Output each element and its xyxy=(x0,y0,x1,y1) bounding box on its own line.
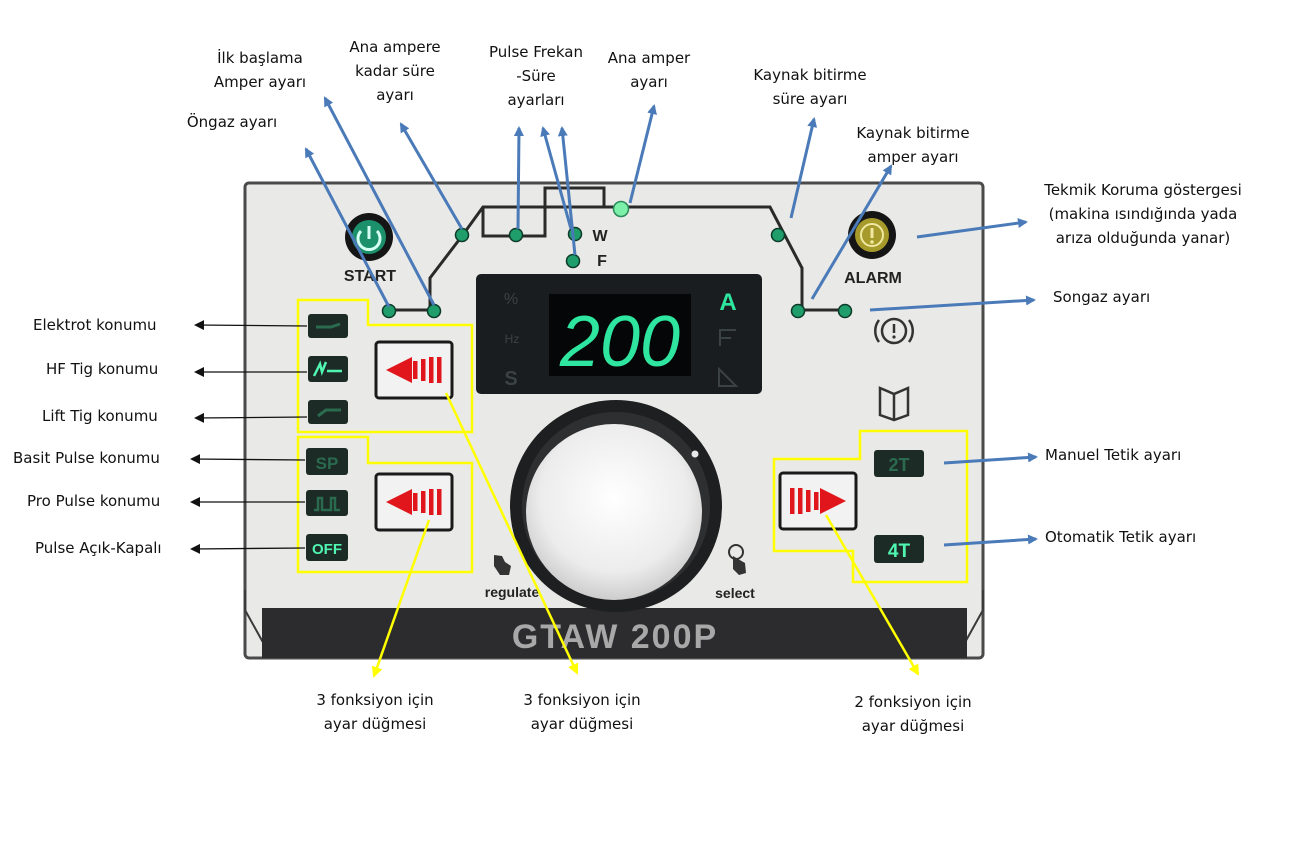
mode-f-label: F xyxy=(597,253,607,270)
callout-manuel: Manuel Tetik ayarı xyxy=(1045,446,1182,464)
callout-songaz: Songaz ayarı xyxy=(1053,288,1151,306)
mode-w-label: W xyxy=(592,228,608,245)
lift-tig-button[interactable] xyxy=(308,400,348,424)
callout-ongaz: Öngaz ayarı xyxy=(172,110,292,134)
callout-pulse-line1: Pulse Frekan xyxy=(489,43,583,61)
callout-bitirme-sure-line1: Kaynak bitirme xyxy=(753,66,867,84)
callout-ana-ampere-line1: Ana ampere xyxy=(349,38,441,56)
hf-tig-icon xyxy=(312,360,342,377)
callout-elektrot: Elektrot konumu xyxy=(33,316,157,334)
elektrot-icon xyxy=(316,322,341,329)
4t-label: 4T xyxy=(888,541,911,562)
parameter-leds xyxy=(381,200,853,319)
unit-s: S xyxy=(504,368,517,390)
led-songaz[interactable] xyxy=(837,303,853,319)
pro-pulse-button[interactable] xyxy=(306,490,348,516)
callout-pulse-acik: Pulse Açık-Kapalı xyxy=(35,539,162,557)
callout-pro: Pro Pulse konumu xyxy=(27,492,161,510)
off-label: OFF xyxy=(312,541,342,558)
led-pulse-f[interactable] xyxy=(565,253,581,269)
2t-button[interactable] xyxy=(874,450,924,477)
callout-bitirme-sure-line2: süre ayarı xyxy=(772,90,848,108)
sp-label: SP xyxy=(316,454,339,473)
4t-button[interactable] xyxy=(874,535,924,563)
regulate-hand-icon xyxy=(494,555,511,575)
mode-buttons-group-1 xyxy=(308,314,348,424)
control-knob[interactable] xyxy=(510,400,722,612)
yellow-pointers xyxy=(371,392,920,678)
hf-tig-button[interactable] xyxy=(308,356,348,382)
callout-bottom-2-line2: ayar düğmesi xyxy=(530,715,634,733)
callout-basit: Basit Pulse konumu xyxy=(13,449,160,467)
manual-book-icon xyxy=(878,386,910,422)
callout-pulse-line2: -Süre xyxy=(516,67,556,85)
select-hand-icon xyxy=(728,544,746,575)
digital-display: 200 A % Hz S xyxy=(476,274,762,394)
right-arrow-button[interactable] xyxy=(778,471,858,531)
callout-bottom-3-line1: 2 fonksiyon için xyxy=(854,693,972,711)
callout-ana-amper-line2: ayarı xyxy=(630,73,668,91)
unit-hz: Hz xyxy=(505,332,520,346)
callout-bottom-1: 3 fonksiyon için ayar düğmesi xyxy=(300,688,450,736)
callout-tekmik: Tekmik Koruma göstergesi (makina ısındığ… xyxy=(1028,178,1258,250)
callout-tekmik-line3: arıza olduğunda yanar) xyxy=(1055,229,1231,247)
callout-bottom-3: 2 fonksiyon için ayar düğmesi xyxy=(838,690,988,738)
callout-otomatik: Otomatik Tetik ayarı xyxy=(1045,528,1197,546)
callout-pulse-line3: ayarları xyxy=(507,91,565,109)
sp-button[interactable] xyxy=(306,448,348,475)
brake-icon xyxy=(874,317,914,345)
regulate-label: regulate xyxy=(485,584,540,600)
off-button[interactable] xyxy=(306,534,348,561)
callout-bottom-1-line2: ayar düğmesi xyxy=(323,715,427,733)
led-pulse-w[interactable] xyxy=(567,226,583,242)
led-bitirme-amper[interactable] xyxy=(790,303,806,319)
display-unit: A xyxy=(719,289,736,316)
unit-percent: % xyxy=(504,291,518,308)
callout-tekmik-line1: Tekmik Koruma göstergesi xyxy=(1044,181,1242,199)
start-label: START xyxy=(344,268,396,285)
callout-ongaz-text: Öngaz ayarı xyxy=(186,113,278,131)
callout-bitirme-sure: Kaynak bitirme süre ayarı xyxy=(740,63,880,111)
alarm-label: ALARM xyxy=(844,270,902,287)
callout-ana-ampere-line3: ayarı xyxy=(376,86,414,104)
callout-lift: Lift Tig konumu xyxy=(42,407,158,425)
pro-pulse-icon xyxy=(314,496,340,512)
callout-tekmik-line2: (makina ısındığında yada xyxy=(1048,205,1238,223)
callout-bitirme-amper: Kaynak bitirme amper ayarı xyxy=(843,121,983,169)
led-ana-amper[interactable] xyxy=(612,200,630,218)
left-arrow-button-2[interactable] xyxy=(374,472,454,532)
callout-bottom-1-line1: 3 fonksiyon için xyxy=(316,691,434,709)
led-ilk-baslama[interactable] xyxy=(426,303,442,319)
callout-hf: HF Tig konumu xyxy=(46,360,159,378)
callout-bottom-2: 3 fonksiyon için ayar düğmesi xyxy=(507,688,657,736)
callout-ana-ampere-line2: kadar süre xyxy=(355,62,435,80)
led-ana-ampere-sure[interactable] xyxy=(454,227,470,243)
callout-bitirme-amper-line2: amper ayarı xyxy=(867,148,959,166)
callout-ana-amper-line1: Ana amper xyxy=(607,49,691,67)
left-arrow-button-1[interactable] xyxy=(374,340,454,400)
model-label: GTAW 200P xyxy=(512,618,718,656)
led-bitirme-sure[interactable] xyxy=(770,227,786,243)
display-f-glyph xyxy=(719,329,736,346)
select-label: select xyxy=(715,585,755,601)
callout-ilk-baslama: İlk başlama Amper ayarı xyxy=(200,46,320,94)
callout-ana-ampere: Ana ampere kadar süre ayarı xyxy=(335,35,455,107)
black-pointers xyxy=(190,320,308,554)
2t-label: 2T xyxy=(888,455,909,475)
callout-pulse: Pulse Frekan -Süre ayarları xyxy=(474,40,598,112)
callout-bottom-2-line1: 3 fonksiyon için xyxy=(523,691,641,709)
callout-ana-amper: Ana amper ayarı xyxy=(594,46,704,94)
callout-ilk-baslama-line1: İlk başlama xyxy=(217,49,303,67)
display-value: 200 xyxy=(559,302,680,382)
callout-bottom-3-line2: ayar düğmesi xyxy=(861,717,965,735)
blue-pointers xyxy=(304,96,1038,547)
callout-ilk-baslama-line2: Amper ayarı xyxy=(213,73,307,91)
mode-buttons-group-2: SP OFF xyxy=(306,448,348,561)
alarm-indicator xyxy=(848,211,896,259)
display-slope-glyph xyxy=(718,366,739,387)
callout-bitirme-amper-line1: Kaynak bitirme xyxy=(856,124,970,142)
led-pulse-1[interactable] xyxy=(508,227,524,243)
lift-tig-icon xyxy=(317,408,341,418)
